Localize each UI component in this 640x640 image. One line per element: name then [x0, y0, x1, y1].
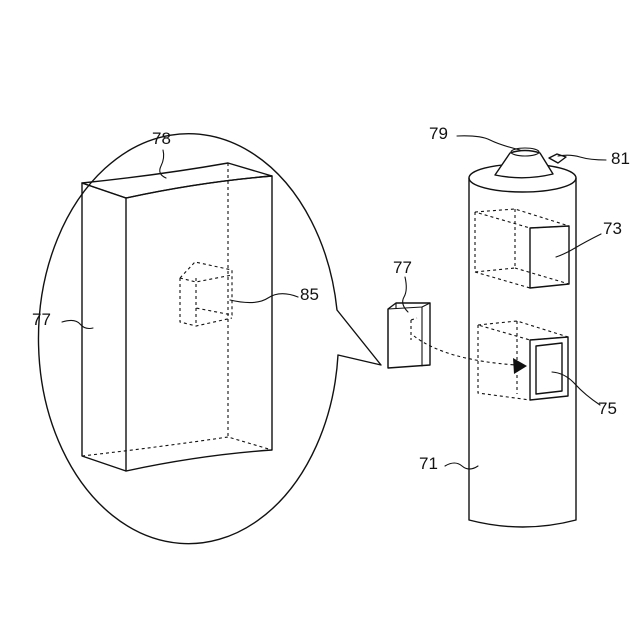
- ref-71: 71: [419, 454, 438, 473]
- leader-lines: [62, 136, 606, 469]
- top-cap: [495, 148, 566, 178]
- ref-78: 78: [152, 129, 171, 148]
- ref-85: 85: [300, 285, 319, 304]
- enlarged-cartridge: [82, 163, 272, 471]
- detail-callout: [38, 134, 381, 544]
- ref-81: 81: [611, 149, 630, 168]
- ref-79: 79: [429, 124, 448, 143]
- lower-chamber: [478, 321, 568, 400]
- insertion-arrow: [414, 336, 527, 374]
- ref-77-left: 77: [32, 310, 51, 329]
- ref-77-mid: 77: [393, 258, 412, 277]
- small-cartridge: [388, 303, 430, 368]
- ref-75: 75: [598, 399, 617, 418]
- ref-73: 73: [603, 219, 622, 238]
- tower-body: [469, 164, 576, 527]
- upper-chamber: [475, 209, 569, 288]
